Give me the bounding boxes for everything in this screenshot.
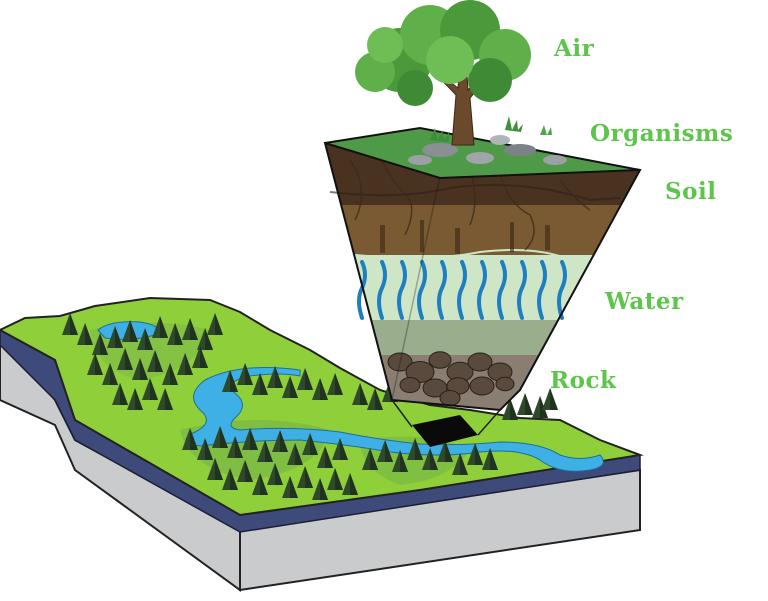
conifer-tree-icon (367, 388, 383, 410)
conifer-tree-icon (252, 473, 268, 495)
conifer-tree-icon (282, 376, 298, 398)
landscape-block (0, 296, 644, 592)
conifer-tree-icon (302, 433, 318, 455)
conifer-tree-icon (162, 363, 178, 385)
soil-profile-column (323, 0, 642, 436)
conifer-tree-icon (252, 373, 268, 395)
surface-rocks (408, 116, 567, 165)
conifer-tree-icon (377, 440, 393, 462)
conifer-tree-icon (542, 388, 558, 410)
conifer-tree-icon (167, 323, 183, 345)
conifer-tree-icon (182, 318, 198, 340)
groundwater-streaks (357, 260, 567, 320)
conifer-tree-icon (452, 453, 468, 475)
conifer-tree-icon (332, 438, 348, 460)
label-air: Air (554, 35, 595, 62)
conifer-tree-icon (327, 468, 343, 490)
conifer-tree-icon (147, 350, 163, 372)
conifer-tree-icon (207, 313, 223, 335)
conifer-tree-icon (362, 448, 378, 470)
conifer-tree-icon (152, 316, 168, 338)
conifer-tree-icon (177, 353, 193, 375)
conifer-tree-icon (482, 448, 498, 470)
conifer-tree-icon (297, 466, 313, 488)
conifer-tree-icon (117, 348, 133, 370)
conifer-tree-icon (92, 333, 108, 355)
conifer-tree-icon (237, 363, 253, 385)
conifer-tree-icon (352, 383, 368, 405)
rock-icon (387, 351, 515, 406)
conifer-tree-icon (317, 446, 333, 468)
conifer-tree-icon (267, 463, 283, 485)
conifer-tree-icon (212, 426, 228, 448)
conifer-tree-icon (87, 353, 103, 375)
conifer-tree-icon (342, 473, 358, 495)
conifer-tree-icon (207, 458, 223, 480)
conifer-tree-icon (272, 430, 288, 452)
conifer-tree-icon (312, 378, 328, 400)
conifer-tree-icon (242, 428, 258, 450)
conifer-tree-icon (407, 438, 423, 460)
label-rock: Rock (550, 367, 617, 394)
conifer-tree-icon (127, 388, 143, 410)
conifer-tree-icon (467, 443, 483, 465)
conifer-tree-icon (102, 363, 118, 385)
label-water: Water (605, 288, 684, 315)
conifer-tree-icon (287, 443, 303, 465)
excavation-hole-icon (412, 415, 478, 447)
conifer-tree-icon (197, 438, 213, 460)
conifer-tree-icon (327, 373, 343, 395)
conifer-tree-icon (222, 468, 238, 490)
conifer-tree-icon (122, 320, 138, 342)
conifer-tree-icon (237, 460, 253, 482)
label-organisms: Organisms (590, 120, 734, 147)
conifer-tree-icon (257, 440, 273, 462)
tree-icon (355, 0, 531, 106)
conifer-tree-icon (132, 358, 148, 380)
conifer-tree-icon (222, 370, 238, 392)
conifer-tree-icon (297, 368, 313, 390)
conifer-tree-icon (197, 328, 213, 350)
conifer-tree-icon (422, 448, 438, 470)
conifer-tree-icon (112, 383, 128, 405)
conifer-tree-icon (502, 398, 518, 420)
conifer-tree-icon (227, 436, 243, 458)
conifer-tree-icon (137, 328, 153, 350)
conifer-tree-icon (157, 388, 173, 410)
roots (349, 157, 591, 251)
conifer-tree-icon (282, 476, 298, 498)
conifer-tree-icon (392, 450, 408, 472)
conifer-tree-icon (182, 428, 198, 450)
conifer-tree-icon (267, 366, 283, 388)
conifer-tree-icon (437, 440, 453, 462)
conifer-tree-icon (142, 378, 158, 400)
conifer-tree-icon (107, 326, 123, 348)
conifer-forest (62, 313, 558, 500)
conifer-tree-icon (517, 393, 533, 415)
conifer-tree-icon (312, 478, 328, 500)
conifer-tree-icon (62, 313, 78, 335)
conifer-tree-icon (192, 346, 208, 368)
conifer-tree-icon (77, 323, 93, 345)
label-soil: Soil (665, 178, 717, 205)
